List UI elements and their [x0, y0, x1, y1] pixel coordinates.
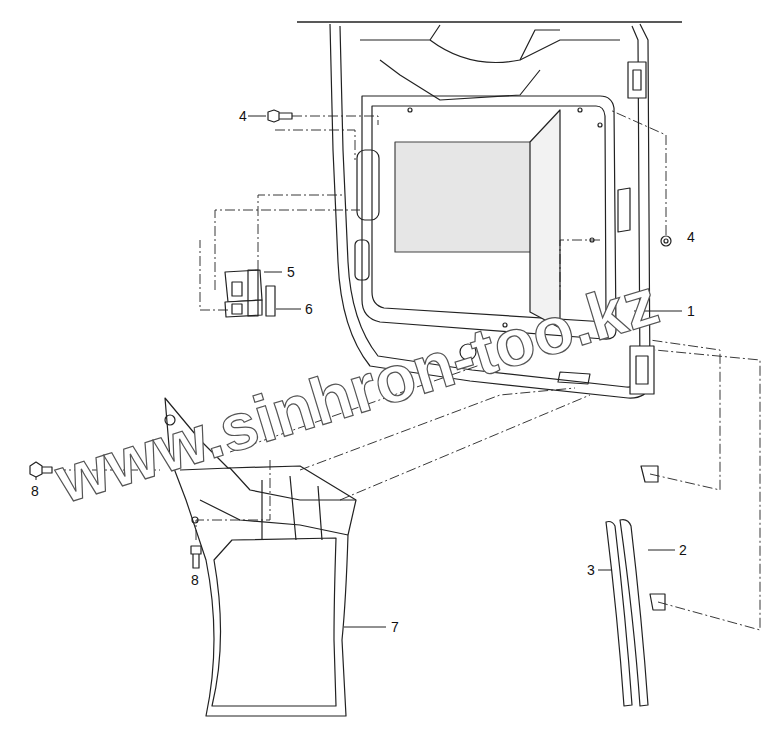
callout-number: 7 [390, 619, 400, 635]
callout-number: 8 [30, 483, 40, 499]
callout-number: 6 [304, 301, 314, 317]
callout-number: 4 [238, 108, 248, 124]
callout-number: 8 [190, 572, 200, 588]
callout-number: 5 [286, 264, 296, 280]
callout-number: 4 [686, 229, 696, 245]
callout-number: 2 [678, 542, 688, 558]
callout-number: 1 [686, 303, 696, 319]
callout-number: 3 [586, 562, 596, 578]
